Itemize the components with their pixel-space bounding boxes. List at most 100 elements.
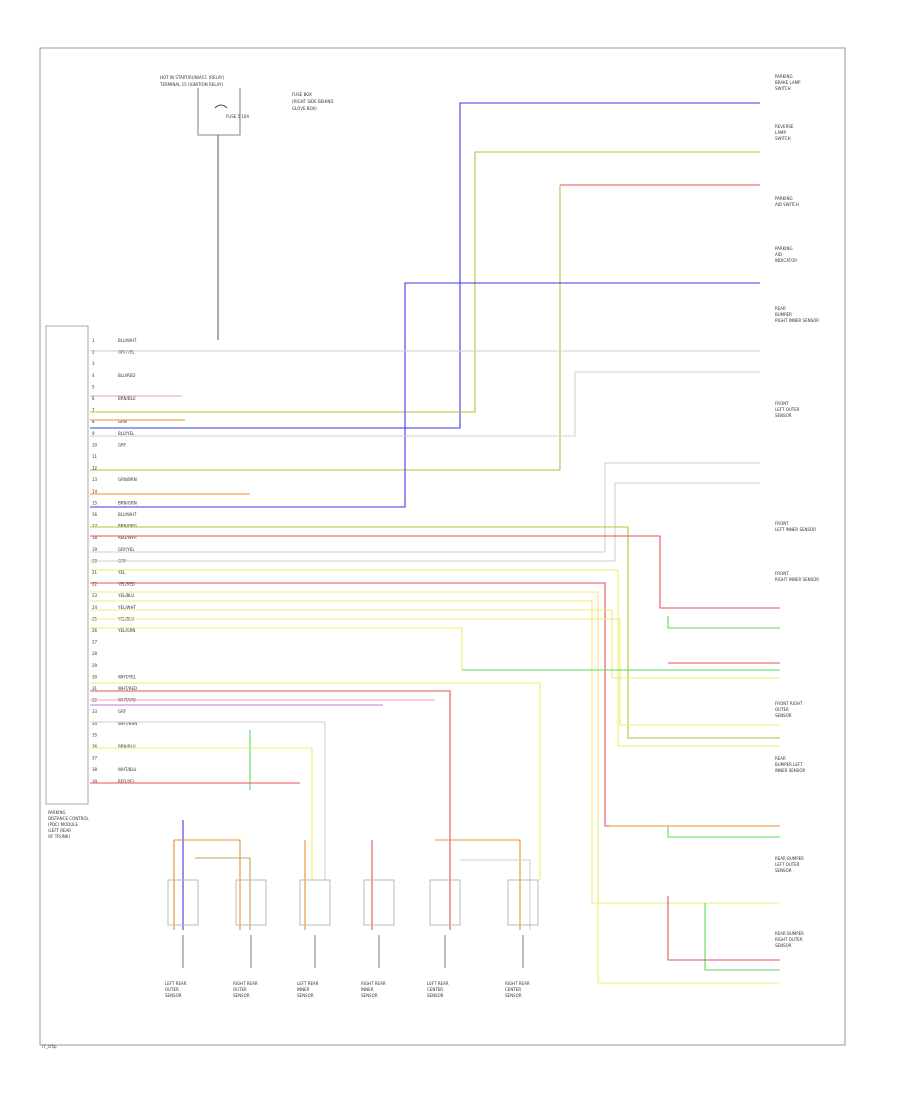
pin-wire-label: YEL (117, 570, 126, 575)
pin-number: 6 (92, 396, 95, 401)
bottom-sensor-label: INNER (297, 987, 310, 992)
wire-gray-yel-2 (90, 462, 760, 553)
pin-number: 12 (92, 466, 98, 471)
power-section: HOT IN START/RUN/ACC (RELAY) TERMINAL 15… (159, 75, 333, 340)
right-connector-label: REVERSE (775, 124, 794, 129)
pin-wire-label: YEL/BLU (117, 593, 134, 598)
wire-gray-2 (90, 482, 760, 562)
right-connector-label: FRONT (775, 401, 789, 406)
pin-wire-label: BRN/ORG (118, 524, 137, 529)
right-connector-label: RIGHT OUTER (775, 937, 803, 942)
pin-wire-label: BLU/WHT (118, 512, 137, 517)
pin-number: 35 (92, 732, 98, 737)
wire-green-2 (667, 616, 780, 629)
pin-number: 3 (92, 361, 95, 366)
pin-wire-label: GRN (118, 419, 127, 424)
bottom-sensor-label: OUTER (165, 987, 179, 992)
pin-wire-label: YEL/WHT (117, 605, 137, 610)
bottom-sensor-label: LEFT REAR (297, 981, 319, 986)
pin-wire-label: WHT/BLU (118, 767, 137, 772)
right-connector-label: FRONT (775, 571, 789, 576)
right-connector-label: INNER SENSOR (775, 768, 805, 773)
pin-number: 26 (92, 628, 98, 633)
bottom-sensor-label: SENSOR (427, 993, 444, 998)
sensor-connector-box (235, 879, 267, 926)
pin-wire-label: BRN/BLU (118, 744, 136, 749)
wire-red-rear-1 (90, 690, 451, 880)
control-module: PARKING DISTANCE CONTROL (PDC) MODULE (L… (45, 325, 138, 839)
right-connector-label: AID SWITCH (775, 202, 799, 207)
pin-number: 24 (92, 605, 98, 610)
pin-number: 31 (92, 686, 98, 691)
bottom-sensor-label: LEFT REAR (165, 981, 187, 986)
pin-wire-label: BRN/GRN (118, 500, 137, 505)
wire-yellow-rear-2 (90, 747, 313, 880)
pin-number: 5 (92, 384, 95, 389)
pin-number: 2 (92, 350, 95, 355)
right-connector-label: SENSOR (775, 713, 792, 718)
bottom-sensor-label: RIGHT REAR (505, 981, 530, 986)
right-connector-label: INDICATOR (775, 258, 797, 263)
pin-number: 22 (92, 582, 98, 587)
fuse-box-label-line-2: (RIGHT SIDE BEHIND (292, 99, 333, 104)
wire-tan-sensor (195, 857, 251, 930)
pin-number: 10 (92, 442, 98, 447)
pin-wire-label: YEL/RED (117, 582, 135, 587)
right-connector-label: BUMPER (775, 312, 792, 317)
fuse-label: FUSE 5 10A (226, 114, 249, 119)
right-connector-label: AID (775, 252, 782, 257)
pin-wire-label: GRY/YEL (118, 350, 135, 355)
module-label-line-3: (PDC) MODULE (48, 822, 79, 827)
bottom-sensor-label: SENSOR (233, 993, 250, 998)
right-connector-label: BUMPER LEFT (775, 762, 803, 767)
bottom-sensor-label: SENSOR (361, 993, 378, 998)
pin-wire-label: GRY (118, 442, 127, 447)
wire-olive-to-reverse (90, 151, 760, 413)
pin-number: 18 (92, 535, 98, 540)
pin-wire-label: GRY (118, 709, 127, 714)
bottom-sensor-label: RIGHT REAR (233, 981, 258, 986)
pin-number: 33 (92, 709, 98, 714)
right-connector-label: FRONT (775, 521, 789, 526)
wire-red-sensor-1 (90, 535, 780, 609)
wire-orange-sensor-2 (174, 839, 241, 930)
pin-number: 11 (92, 454, 98, 459)
wire-yellow-rear-1 (90, 682, 541, 880)
right-connector-label: SENSOR (775, 943, 792, 948)
control-module-box (45, 325, 89, 805)
bottom-sensor-label: OUTER (233, 987, 247, 992)
pin-wire-label: YEL/GRN (117, 628, 135, 633)
right-connector-label: LEFT INNER SENSOR (775, 527, 816, 532)
bottom-sensor-label: CENTER (505, 987, 521, 992)
pin-wire-label: RED/WHT (118, 535, 138, 540)
pin-number: 19 (92, 547, 98, 552)
right-connector-label: LEFT OUTER (775, 407, 800, 412)
pin-number: 23 (92, 593, 98, 598)
right-connector-label: SENSOR (775, 413, 792, 418)
sensor-connector-box (167, 879, 199, 926)
wire-yellow-2 (90, 591, 780, 984)
pin-number: 38 (92, 767, 98, 772)
pin-wire-label: WHT/YEL (118, 674, 137, 679)
module-label-line-5: OF TRUNK) (48, 834, 70, 839)
wire-red-sensor-4 (667, 896, 780, 961)
fuse-box-label-line-3: GLOVE BOX) (292, 106, 317, 111)
wire-green-3 (667, 826, 780, 838)
fuse-icon (214, 104, 228, 109)
pin-number: 17 (92, 524, 98, 529)
pin-number: 15 (92, 500, 98, 505)
module-label-line-4: (LEFT REAR (48, 828, 71, 833)
pin-wire-label: WHT/BRN (118, 721, 137, 726)
power-label-line-2: TERMINAL 15 (IGNITION RELAY) (159, 82, 224, 87)
